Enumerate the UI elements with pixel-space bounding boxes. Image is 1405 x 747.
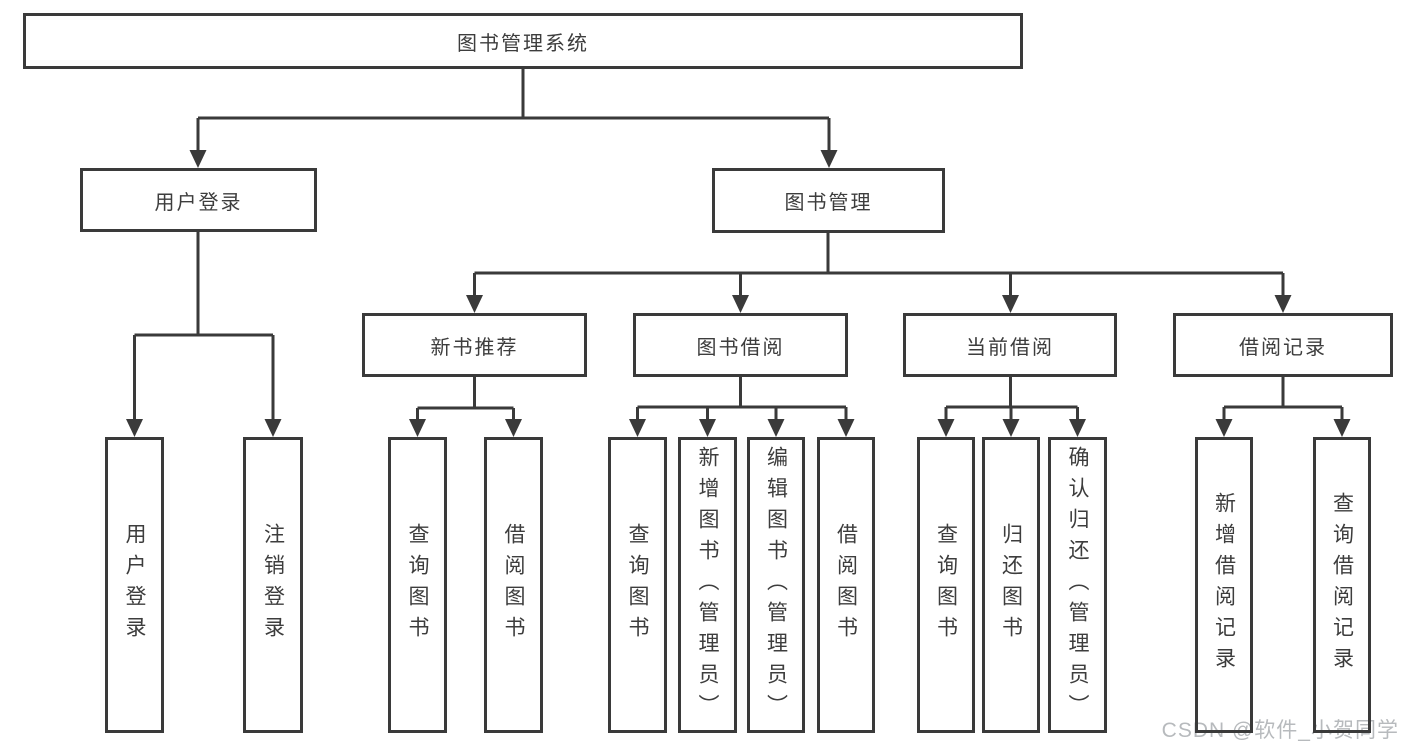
node-user-login-action: 用户登录: [105, 437, 164, 733]
node-borrow-books: 借阅图书: [817, 437, 875, 733]
node-query-books-recommend: 查询图书: [388, 437, 447, 733]
node-label: 查询图书: [406, 523, 429, 647]
node-label: 查询借阅记录: [1330, 492, 1354, 678]
node-add-books-admin: 新增图书（管理员）: [678, 437, 737, 733]
node-current-borrowing: 当前借阅: [903, 313, 1117, 377]
node-add-borrow-record: 新增借阅记录: [1195, 437, 1253, 733]
node-new-book-recommendation: 新书推荐: [362, 313, 587, 377]
node-query-books-current: 查询图书: [917, 437, 975, 733]
node-borrow-books-recommend: 借阅图书: [484, 437, 543, 733]
node-label: 借阅图书: [502, 523, 525, 647]
node-label: 新增借阅记录: [1212, 492, 1236, 678]
node-return-books: 归还图书: [982, 437, 1040, 733]
node-label: 编辑图书（管理员）: [764, 445, 788, 725]
node-library-system: 图书管理系统: [23, 13, 1023, 69]
node-query-borrow-record: 查询借阅记录: [1313, 437, 1371, 733]
node-label: 借阅图书: [834, 523, 858, 647]
node-label: 查询图书: [934, 523, 958, 647]
node-confirm-return-admin: 确认归还（管理员）: [1048, 437, 1107, 733]
node-label: 新增图书（管理员）: [696, 445, 719, 725]
node-label: 查询图书: [626, 523, 649, 647]
node-label: 用户登录: [123, 523, 146, 647]
node-book-management: 图书管理: [712, 168, 945, 233]
node-query-books-borrow: 查询图书: [608, 437, 667, 733]
node-borrowing-records: 借阅记录: [1173, 313, 1393, 377]
node-label: 归还图书: [999, 523, 1023, 647]
node-label: 注销登录: [261, 523, 285, 647]
node-user-login: 用户登录: [80, 168, 317, 232]
node-label: 确认归还（管理员）: [1066, 445, 1089, 725]
watermark: CSDN @软件_小贺同学: [1161, 719, 1399, 742]
node-logout-action: 注销登录: [243, 437, 303, 733]
node-edit-books-admin: 编辑图书（管理员）: [747, 437, 805, 733]
node-book-borrowing: 图书借阅: [633, 313, 848, 377]
